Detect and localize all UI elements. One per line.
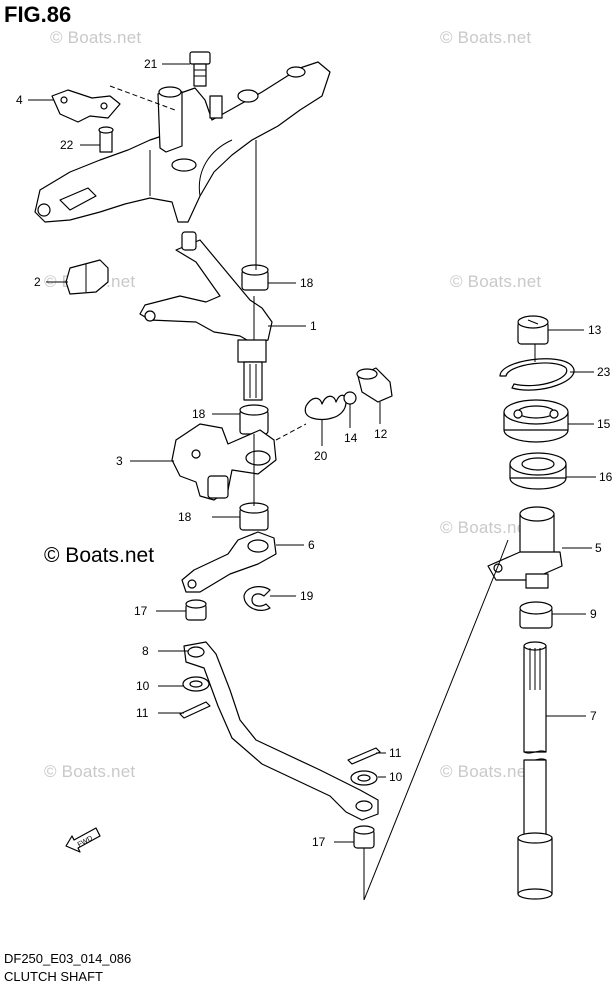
callout-11: 11 [389, 746, 402, 760]
part-bushing-18-middle[interactable] [239, 404, 269, 435]
callout-17: 17 [134, 604, 148, 618]
leader-lines [28, 63, 596, 843]
watermark: © Boats.net [440, 28, 532, 47]
watermark-main: © Boats.net [44, 544, 155, 567]
part-washer-10-left[interactable] [182, 676, 210, 692]
callout-numbers: 21 4 22 2 18 1 13 23 15 16 5 9 7 18 3 14… [16, 57, 613, 849]
callout-17: 17 [312, 835, 326, 849]
callout-10: 10 [136, 679, 150, 693]
callout-21: 21 [144, 57, 158, 71]
part-bushing-9[interactable] [519, 601, 553, 629]
part-cotter-11-right[interactable] [347, 747, 381, 765]
part-cotter-11-left[interactable] [179, 701, 211, 719]
part-snap-ring-23[interactable] [499, 358, 575, 391]
callout-11: 11 [136, 706, 149, 720]
callout-6: 6 [308, 538, 315, 552]
callout-18: 18 [300, 276, 314, 290]
part-pin-17-upper[interactable] [185, 599, 207, 621]
callout-12: 12 [374, 427, 388, 441]
callout-15: 15 [597, 417, 611, 431]
part-washer-10-right[interactable] [350, 770, 378, 786]
watermark: © Boats.net [450, 272, 542, 291]
callout-22: 22 [60, 138, 74, 152]
part-bolt-21[interactable] [189, 51, 211, 87]
part-clutch-shaft-7[interactable] [517, 641, 553, 900]
part-clip-2[interactable] [65, 259, 109, 295]
fwd-arrow-icon: FWD [65, 827, 101, 853]
part-screw-22[interactable] [98, 126, 114, 153]
part-ball-14[interactable] [343, 391, 357, 405]
part-pin-17-lower[interactable] [353, 825, 375, 849]
part-spring-20[interactable] [304, 394, 347, 421]
axis-line [363, 565, 499, 901]
callout-13: 13 [588, 323, 602, 337]
callout-19: 19 [300, 589, 314, 603]
watermark: © Boats.net [440, 518, 532, 537]
part-bushing-18-lower[interactable] [239, 502, 269, 531]
callout-1: 1 [310, 319, 317, 333]
callout-14: 14 [344, 431, 358, 445]
part-bearing-15[interactable] [503, 399, 569, 443]
watermark: © Boats.net [440, 762, 532, 781]
part-plug-13[interactable] [517, 315, 549, 345]
callout-18: 18 [178, 510, 192, 524]
callout-5: 5 [595, 541, 602, 555]
watermark: © Boats.net [44, 762, 136, 781]
callout-10: 10 [389, 770, 403, 784]
part-sleeve-12[interactable] [356, 367, 393, 403]
figure-code: DF250_E03_014_086 [4, 951, 132, 966]
figure-title: FIG.86 [4, 2, 72, 27]
callout-23: 23 [597, 365, 611, 379]
part-holder-5[interactable] [487, 506, 563, 589]
callout-4: 4 [16, 93, 23, 107]
callout-20: 20 [314, 449, 328, 463]
part-seal-16[interactable] [509, 452, 567, 490]
callout-3: 3 [116, 454, 123, 468]
callout-2: 2 [34, 275, 41, 289]
callout-7: 7 [590, 709, 597, 723]
callout-9: 9 [590, 607, 597, 621]
callout-18: 18 [192, 407, 206, 421]
figure-name: CLUTCH SHAFT [4, 969, 103, 984]
axis-line [497, 539, 509, 567]
part-eclip-19[interactable] [243, 586, 271, 611]
part-link-rod-8[interactable] [183, 641, 379, 821]
part-plate-4[interactable] [51, 85, 176, 123]
part-bushing-18-upper[interactable] [241, 264, 269, 291]
part-housing-3[interactable] [171, 423, 307, 501]
part-clutch-bracket[interactable] [34, 61, 331, 223]
callout-8: 8 [142, 644, 149, 658]
watermark: © Boats.net [50, 28, 142, 47]
part-shift-lever-1[interactable] [139, 231, 273, 401]
part-lever-6[interactable] [181, 531, 277, 593]
callout-16: 16 [599, 470, 613, 484]
